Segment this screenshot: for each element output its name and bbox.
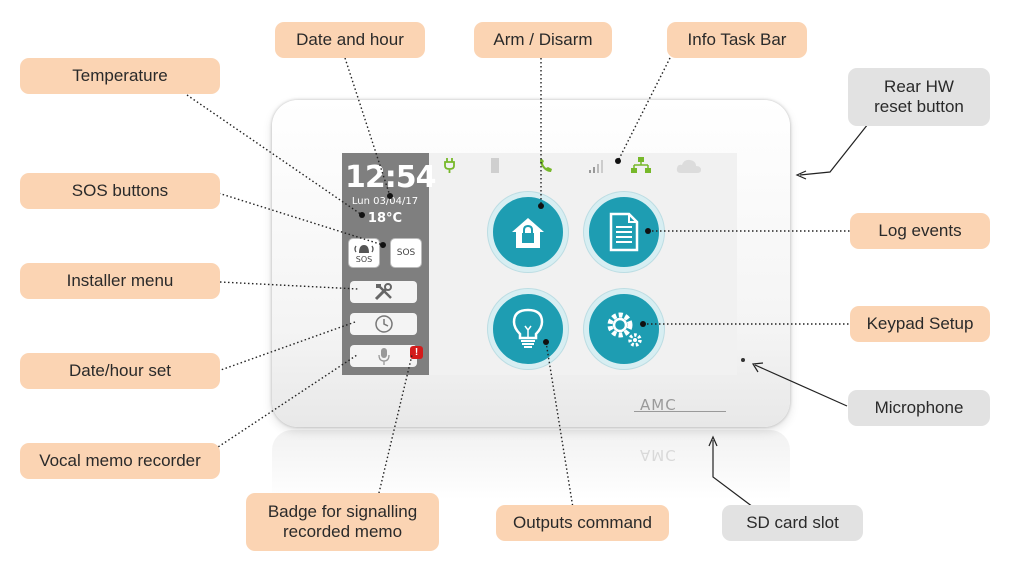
callout-badge: Badge for signalling recorded memo <box>246 493 439 551</box>
device-reflection <box>272 430 790 500</box>
callout-log-events: Log events <box>850 213 990 249</box>
outputs-command-button[interactable] <box>488 289 568 369</box>
callout-rear-hw-reset-line1: Rear HW <box>884 77 954 96</box>
info-task-bar <box>430 153 737 175</box>
keypad-setup-button[interactable] <box>584 289 664 369</box>
sos-button-2[interactable]: SOS <box>390 238 422 268</box>
phone-icon <box>540 158 552 172</box>
lightbulb-icon <box>512 308 544 348</box>
alarm-bell-icon <box>354 245 374 253</box>
clock-time: 12:54 <box>345 160 437 195</box>
callout-rear-hw-reset: Rear HW reset button <box>848 68 990 126</box>
callout-sd-card-slot: SD card slot <box>722 505 863 541</box>
tools-icon <box>374 283 392 301</box>
callout-badge-line2: recorded memo <box>282 522 403 541</box>
sos-label: SOS <box>355 255 373 264</box>
arm-disarm-button[interactable] <box>488 192 568 272</box>
clock-date: Lun 03/04/17 <box>351 196 419 207</box>
date-hour-set-button[interactable] <box>350 313 417 335</box>
house-lock-icon <box>512 218 544 248</box>
brand-logo: AMC <box>640 396 677 414</box>
brand-underline <box>634 411 726 412</box>
callout-microphone: Microphone <box>848 390 990 426</box>
document-icon <box>609 212 639 252</box>
sos-label: SOS <box>396 248 416 258</box>
sos-button-1[interactable]: SOS <box>348 238 380 268</box>
microphone-icon <box>377 348 390 365</box>
installer-menu-button[interactable] <box>350 281 417 303</box>
battery-icon <box>491 158 499 173</box>
callout-badge-line1: Badge for signalling <box>267 502 418 521</box>
log-events-button[interactable] <box>584 192 664 272</box>
callout-keypad-setup: Keypad Setup <box>850 306 990 342</box>
callout-date-hour-set: Date/hour set <box>20 353 220 389</box>
callout-vocal-memo-recorder: Vocal memo recorder <box>20 443 220 479</box>
callout-installer-menu: Installer menu <box>20 263 220 299</box>
plug-icon <box>444 158 455 173</box>
callout-sos-buttons: SOS buttons <box>20 173 220 209</box>
brand-logo-reflection: AMC <box>640 446 677 464</box>
memo-badge: ! <box>410 346 423 359</box>
callout-info-task-bar: Info Task Bar <box>667 22 807 58</box>
clock-icon <box>374 315 393 333</box>
callout-date-and-hour: Date and hour <box>275 22 425 58</box>
callout-temperature: Temperature <box>20 58 220 94</box>
microphone-hole <box>741 358 745 362</box>
arrow-rear-reset <box>795 170 807 180</box>
network-icon <box>631 157 651 173</box>
callout-outputs-command: Outputs command <box>496 505 669 541</box>
signal-icon <box>589 160 603 173</box>
cloud-icon <box>676 159 701 173</box>
temperature-readout: 18°C <box>367 211 403 226</box>
vocal-memo-button[interactable] <box>350 345 417 367</box>
callout-rear-hw-reset-line2: reset button <box>874 97 964 116</box>
leader-rear-reset <box>799 123 869 176</box>
callout-arm-disarm: Arm / Disarm <box>474 22 612 58</box>
gears-icon <box>607 312 642 347</box>
